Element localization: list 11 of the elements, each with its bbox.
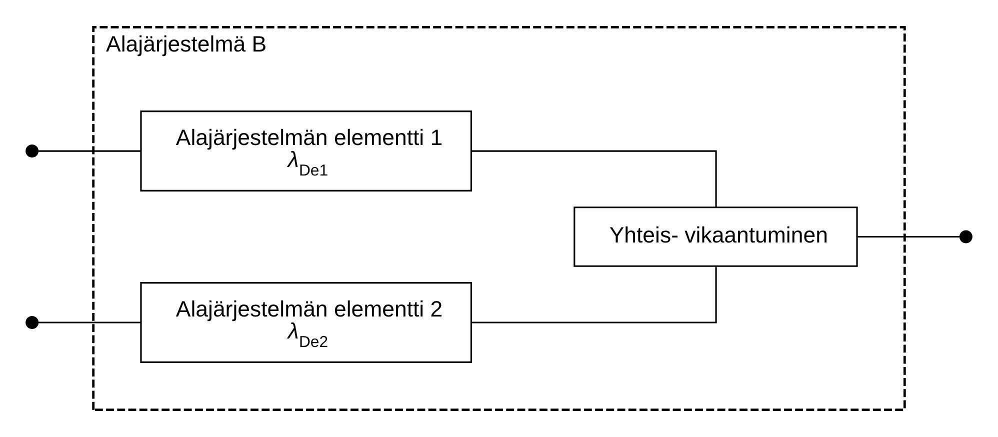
connector — [858, 236, 960, 238]
node-circle — [26, 144, 39, 158]
connector — [38, 150, 141, 152]
node-box: Yhteis- vikaantuminen — [574, 206, 858, 267]
connector — [472, 266, 717, 324]
node-circle — [959, 230, 972, 244]
connector — [472, 150, 717, 208]
connector — [38, 322, 141, 324]
node-circle — [26, 316, 39, 329]
node-box: Alajärjestelmän elementti 2 λ$_{De2}$ — [140, 282, 472, 363]
node-box: Alajärjestelmän elementti 1 λ$_{De1}$ — [140, 110, 472, 192]
